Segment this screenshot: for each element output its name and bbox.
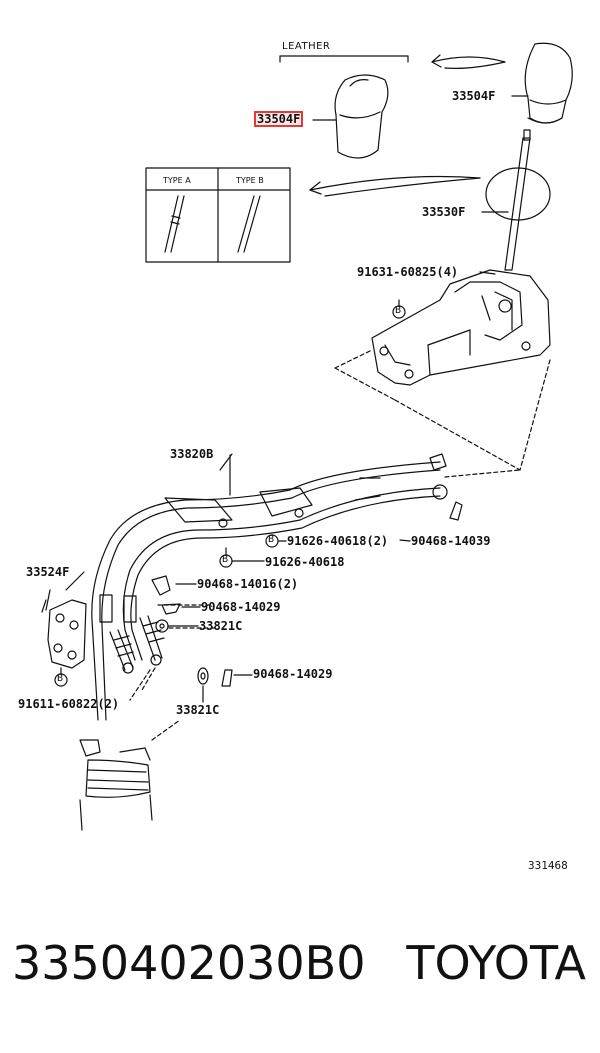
callout-91626-40618[interactable]: 91626-40618	[265, 555, 345, 569]
reference-number: 331468	[528, 859, 568, 872]
callout-33530f[interactable]: 33530F	[422, 205, 466, 219]
callout-90468-14029-a[interactable]: 90468-14029	[201, 600, 281, 614]
callout-91626-40618-2[interactable]: 91626-40618(2)	[287, 534, 389, 548]
arrow-middle	[309, 175, 481, 191]
callout-90468-14029-b[interactable]: 90468-14029	[253, 667, 333, 681]
callout-90468-14039[interactable]: 90468-14039	[411, 534, 491, 548]
housing-drawing	[371, 269, 551, 386]
callout-33504f[interactable]: 33504F	[452, 89, 496, 103]
cable-drawing	[91, 453, 448, 721]
arrow-top-head	[431, 54, 442, 68]
lever-drawing	[504, 129, 531, 271]
type-b-label: TYPE B	[236, 176, 264, 185]
knob-drawing	[524, 42, 573, 124]
type-a-label: TYPE A	[163, 176, 191, 185]
type-box-drawing	[145, 167, 291, 263]
callout-33821c-a[interactable]: 33821C	[199, 619, 243, 633]
arrow-top	[431, 56, 506, 63]
bracket-drawing	[41, 589, 87, 669]
diagram-drawing	[41, 42, 573, 831]
parts-diagram: LEATHER TYPE A TYPE B 33504F 33504F 3353…	[18, 41, 573, 872]
part-number: 3350402030B0	[12, 936, 366, 990]
leather-knob-drawing	[334, 74, 389, 159]
callout-91611-60822[interactable]: 91611-60822(2)	[18, 697, 120, 711]
leader-lines	[65, 95, 529, 703]
marker-b-4: B	[57, 673, 64, 684]
marker-b-1: B	[395, 305, 402, 316]
boot-drawing	[485, 167, 551, 221]
leather-label: LEATHER	[282, 41, 331, 52]
marker-b-3: B	[222, 554, 229, 565]
brand-name: TOYOTA	[406, 936, 586, 990]
callout-33820b[interactable]: 33820B	[170, 447, 214, 461]
callout-90468-14016[interactable]: 90468-14016(2)	[197, 577, 299, 591]
clips-drawing	[151, 501, 463, 687]
callout-91631-60825[interactable]: 91631-60825(4)	[357, 265, 459, 279]
callout-33504f-highlighted[interactable]: 33504F	[253, 111, 304, 127]
transmission-drawing	[79, 739, 153, 831]
marker-b-2: B	[268, 534, 275, 545]
callout-33524f[interactable]: 33524F	[26, 565, 70, 579]
leather-bracket	[279, 55, 409, 63]
footer: 3350402030B0 TOYOTA	[0, 940, 600, 1010]
callout-33821c-b[interactable]: 33821C	[176, 703, 220, 717]
